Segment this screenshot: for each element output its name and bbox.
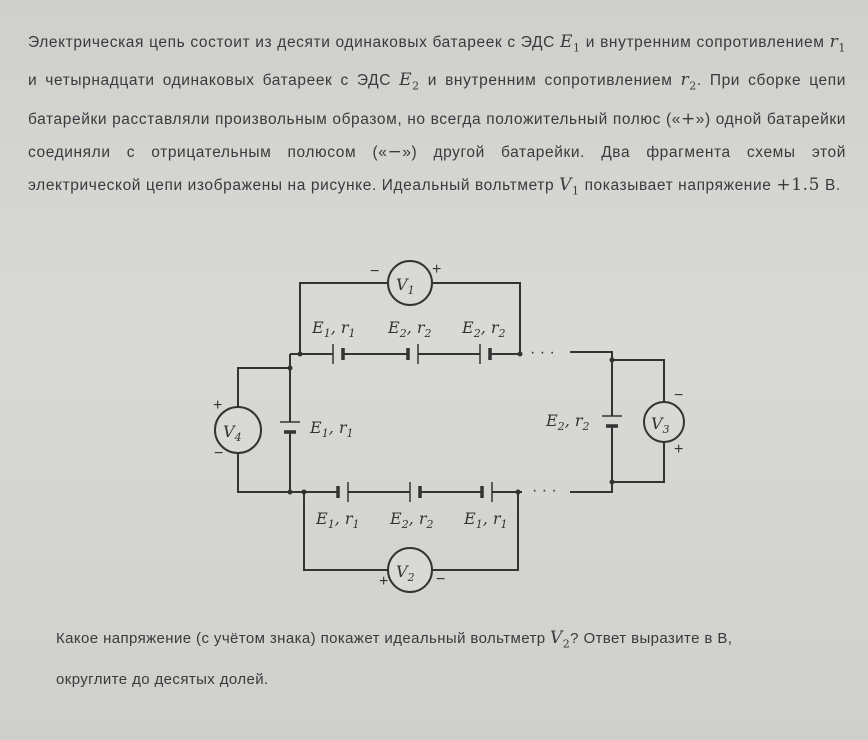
svg-text:V3: V3	[651, 414, 670, 436]
ellipsis-top: · · ·	[530, 344, 555, 361]
battery-middle-left	[280, 421, 300, 434]
label-top-1: E1, r1	[311, 318, 356, 340]
question-line-2: округлите до десятых долей.	[56, 671, 269, 689]
battery-middle-right	[602, 415, 622, 428]
svg-text:+: +	[674, 441, 683, 458]
circuit-wires	[237, 282, 665, 571]
problem-text: Электрическая цепь состоит из десяти оди…	[28, 32, 847, 198]
label-middle-right: E2, r2	[545, 411, 590, 433]
svg-text:−: −	[214, 445, 223, 462]
ellipsis-bottom: · · ·	[532, 482, 557, 499]
svg-text:+: +	[379, 573, 388, 590]
label-bottom-1: E1, r1	[315, 509, 360, 531]
battery-bottom-3	[480, 482, 493, 502]
svg-text:−: −	[370, 263, 379, 280]
svg-text:−: −	[436, 571, 445, 588]
svg-text:V4: V4	[223, 422, 242, 444]
battery-top-3	[479, 344, 492, 364]
question-line-1: Какое напряжение (с учётом знака) покаже…	[56, 628, 733, 651]
voltmeter-v4: V4	[214, 406, 262, 454]
battery-labels: E1, r1 E2, r2 E2, r2 E1, r1 E2, r2 E1, r…	[309, 318, 590, 531]
battery-top-2	[406, 344, 419, 364]
label-bottom-2: E2, r2	[389, 509, 434, 531]
battery-bottom-2	[409, 482, 422, 502]
svg-text:−: −	[674, 387, 683, 404]
label-top-3: E2, r2	[461, 318, 506, 340]
svg-text:+: +	[432, 261, 441, 278]
voltmeter-v2: V2	[387, 547, 433, 593]
battery-top-1	[332, 344, 345, 364]
polarity-signs: − + + − + − − +	[213, 261, 683, 590]
label-middle-left: E1, r1	[309, 418, 354, 440]
junctions	[287, 351, 615, 495]
question: Какое напряжение (с учётом знака) покаже…	[56, 620, 846, 698]
label-bottom-3: E1, r1	[463, 509, 508, 531]
problem-statement: Электрическая цепь состоит из десяти оди…	[28, 26, 846, 207]
svg-text:+: +	[213, 397, 222, 414]
batteries	[280, 344, 622, 502]
svg-text:V1: V1	[396, 275, 415, 297]
battery-bottom-1	[336, 482, 349, 502]
svg-text:V2: V2	[396, 562, 415, 584]
label-top-2: E2, r2	[387, 318, 432, 340]
voltmeter-v3: V3	[643, 401, 685, 443]
voltmeter-v1: V1	[387, 260, 433, 306]
